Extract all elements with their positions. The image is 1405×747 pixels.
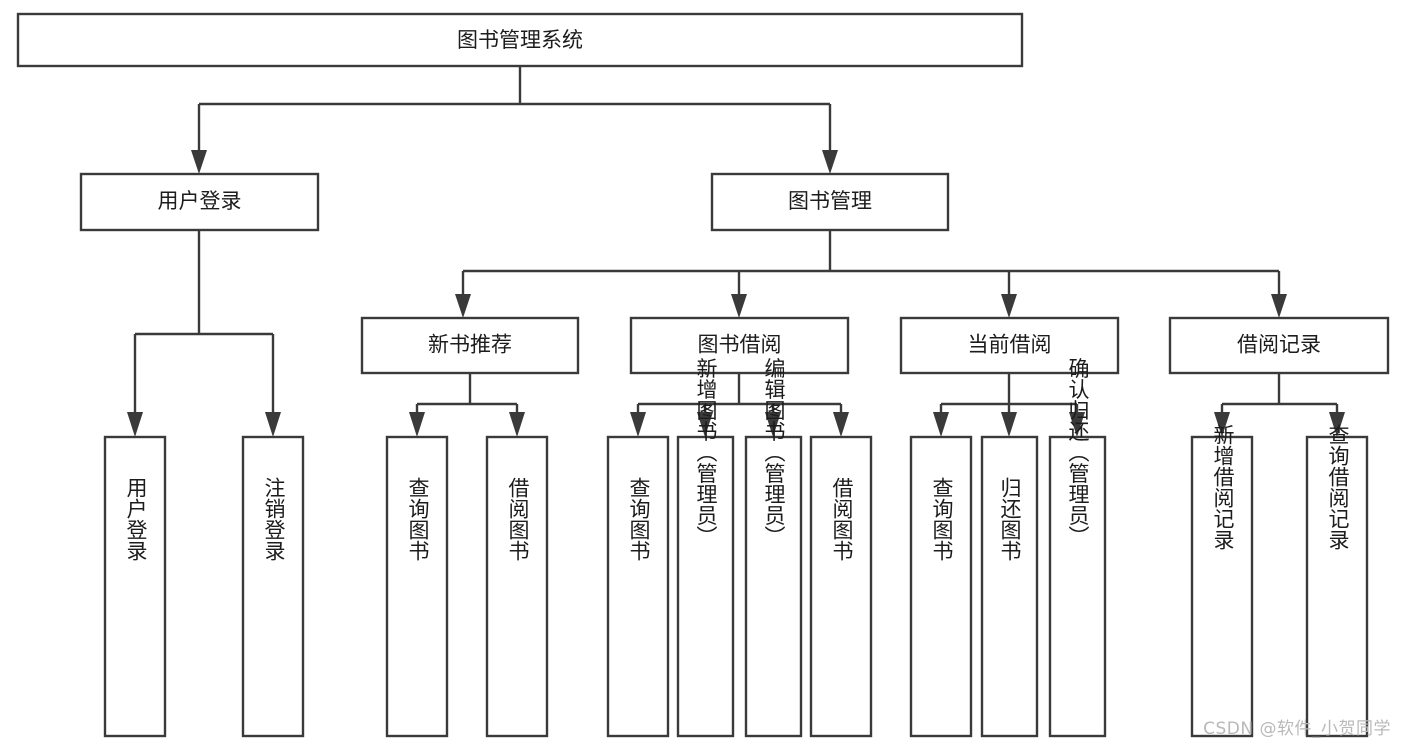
connectors-book-manage-to-level3 — [455, 230, 1287, 318]
leaf-add-book[interactable]: 新增图书（管理员） — [676, 358, 735, 738]
leaf-logout-login-label: 注销登录 — [262, 477, 286, 561]
leaf-confirm-return-box[interactable] — [1048, 435, 1107, 738]
node-root-label: 图书管理系统 — [457, 28, 583, 52]
leaf-query-book-2[interactable]: 查询图书 — [606, 435, 670, 738]
leaf-user-login-label: 用户登录 — [124, 477, 148, 561]
leaf-add-book-box[interactable] — [676, 435, 735, 738]
node-root-box[interactable] — [16, 12, 1024, 68]
connectors-user-login-to-leaves — [127, 230, 281, 437]
leaf-borrow-book-2-box[interactable] — [809, 435, 873, 738]
leaf-add-record[interactable]: 新增借阅记录 — [1190, 424, 1254, 738]
arrow-leaf-add-book — [697, 412, 713, 437]
node-current-borrow-label: 当前借阅 — [968, 333, 1052, 357]
leaf-query-book-3[interactable]: 查询图书 — [909, 435, 973, 738]
node-book-borrow-label: 图书借阅 — [698, 333, 782, 357]
leaf-query-book-2-box[interactable] — [606, 435, 670, 738]
leaf-borrow-book-1-box[interactable] — [485, 435, 549, 738]
leaf-logout-login-box[interactable] — [241, 435, 305, 738]
arrow-new-book-recommend — [455, 294, 471, 318]
connectors-current-borrow-to-leaves — [933, 373, 1085, 437]
leaf-query-book-2-label: 查询图书 — [627, 477, 651, 561]
arrow-leaf-borrow-book-2 — [833, 412, 849, 437]
leaf-query-book-1[interactable]: 查询图书 — [385, 435, 449, 738]
leaf-add-record-box[interactable] — [1190, 435, 1254, 738]
node-root[interactable]: 图书管理系统 — [16, 12, 1024, 68]
arrow-leaf-confirm-return — [1069, 412, 1085, 437]
node-user-login-label: 用户登录 — [158, 189, 242, 213]
leaf-edit-book-label: 编辑图书（管理员） — [762, 358, 786, 547]
connectors-new-book-recommend-to-leaves — [409, 373, 525, 437]
leaf-borrow-book-1-label: 借阅图书 — [506, 477, 530, 561]
node-new-book-recommend[interactable]: 新书推荐 — [360, 316, 580, 375]
leaf-user-login-box[interactable] — [103, 435, 167, 738]
node-new-book-recommend-box[interactable] — [360, 316, 580, 375]
leaf-confirm-return-label: 确认归还（管理员） — [1066, 358, 1090, 547]
connectors-root-to-level2 — [191, 66, 838, 174]
node-user-login[interactable]: 用户登录 — [79, 172, 320, 232]
node-current-borrow-box[interactable] — [899, 316, 1120, 375]
arrow-leaf-query-book-2 — [630, 412, 646, 437]
leaf-edit-book-box[interactable] — [744, 435, 803, 738]
leaf-edit-book[interactable]: 编辑图书（管理员） — [744, 358, 803, 738]
arrow-leaf-user-login — [127, 412, 143, 437]
leaf-query-record-box[interactable] — [1305, 435, 1369, 738]
leaf-borrow-book-2-label: 借阅图书 — [830, 477, 854, 561]
connectors-borrow-record-to-leaves — [1214, 373, 1345, 437]
node-user-login-box[interactable] — [79, 172, 320, 232]
leaf-query-record-label: 查询借阅记录 — [1326, 424, 1350, 550]
node-book-borrow[interactable]: 图书借阅 — [629, 316, 850, 375]
node-book-manage-box[interactable] — [710, 172, 950, 232]
arrow-leaf-borrow-book-1 — [509, 412, 525, 437]
leaf-user-login[interactable]: 用户登录 — [103, 435, 167, 738]
node-book-borrow-box[interactable] — [629, 316, 850, 375]
arrow-leaf-query-book-3 — [933, 412, 949, 437]
arrow-user-login — [191, 150, 207, 174]
arrow-leaf-return-book — [1001, 412, 1017, 437]
leaf-confirm-return[interactable]: 确认归还（管理员） — [1048, 358, 1107, 738]
leaf-return-book-label: 归还图书 — [998, 477, 1022, 561]
connectors-book-borrow-to-leaves — [630, 373, 849, 437]
leaf-borrow-book-1[interactable]: 借阅图书 — [485, 435, 549, 738]
node-borrow-record-label: 借阅记录 — [1237, 333, 1321, 357]
node-borrow-record[interactable]: 借阅记录 — [1168, 316, 1390, 375]
leaf-return-book-box[interactable] — [980, 435, 1039, 738]
arrow-leaf-query-record — [1329, 412, 1345, 437]
node-book-manage[interactable]: 图书管理 — [710, 172, 950, 232]
leaf-query-book-3-box[interactable] — [909, 435, 973, 738]
node-book-manage-label: 图书管理 — [788, 189, 872, 213]
arrow-current-borrow — [1001, 294, 1017, 318]
leaf-query-record[interactable]: 查询借阅记录 — [1305, 424, 1369, 738]
node-new-book-recommend-label: 新书推荐 — [428, 333, 512, 357]
arrow-leaf-add-record — [1214, 412, 1230, 437]
leaf-query-book-3-label: 查询图书 — [930, 477, 954, 561]
leaf-add-book-label: 新增图书（管理员） — [694, 358, 718, 547]
leaf-logout-login[interactable]: 注销登录 — [241, 435, 305, 738]
arrow-leaf-edit-book — [765, 412, 781, 437]
arrow-leaf-query-book-1 — [409, 412, 425, 437]
leaf-query-book-1-box[interactable] — [385, 435, 449, 738]
node-borrow-record-box[interactable] — [1168, 316, 1390, 375]
leaf-query-book-1-label: 查询图书 — [406, 477, 430, 561]
leaf-return-book[interactable]: 归还图书 — [980, 435, 1039, 738]
leaf-add-record-label: 新增借阅记录 — [1211, 424, 1235, 550]
leaf-borrow-book-2[interactable]: 借阅图书 — [809, 435, 873, 738]
arrow-book-manage — [822, 150, 838, 174]
node-current-borrow[interactable]: 当前借阅 — [899, 316, 1120, 375]
arrow-borrow-record — [1271, 294, 1287, 318]
arrow-leaf-logout-login — [265, 412, 281, 437]
arrow-book-borrow — [731, 294, 747, 318]
